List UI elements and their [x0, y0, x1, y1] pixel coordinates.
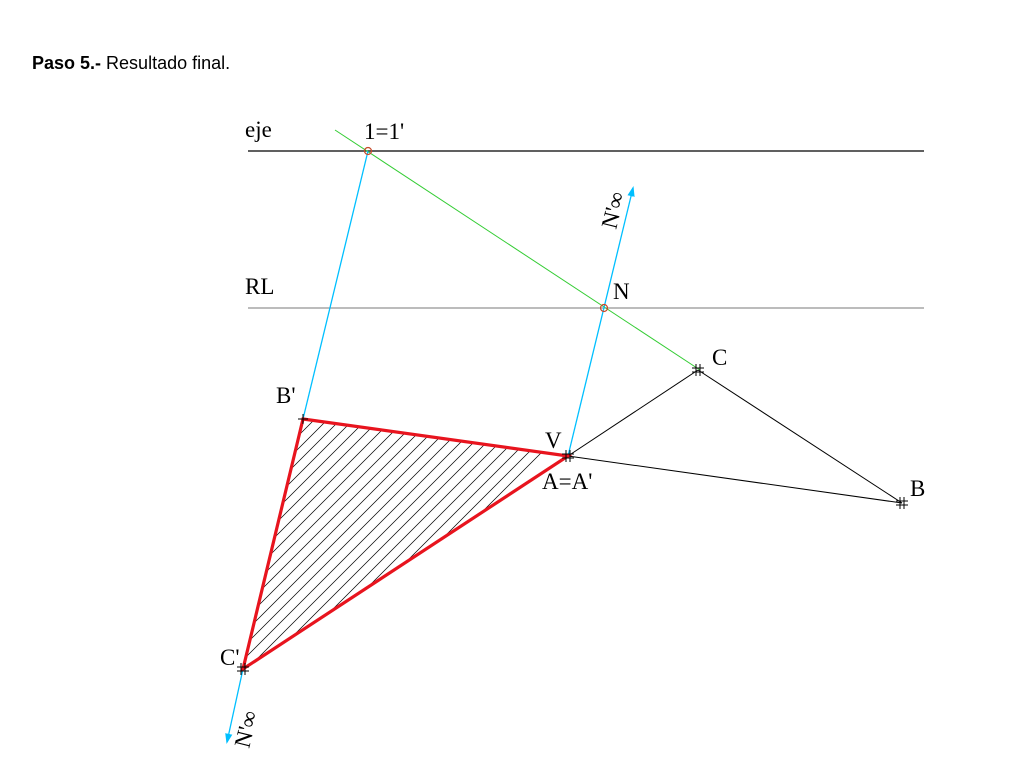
hatch-line: [240, 0, 580, 325]
step-heading: Paso 5.- Resultado final.: [32, 53, 230, 74]
hatch-line: [243, 419, 568, 508]
label-point-v: V: [545, 428, 562, 453]
point-marker-n: [599, 303, 609, 313]
hatch-line: [240, 0, 580, 260]
hatch-line: [240, 0, 580, 299]
edge-a-c: [567, 369, 699, 457]
hatch-line: [243, 419, 568, 625]
hatch-line: [240, 0, 580, 312]
label-point-1: 1=1': [364, 119, 404, 144]
hatch-line: [243, 419, 568, 599]
hatch-line: [240, 0, 580, 273]
projection-ray-1-b: [302, 150, 369, 420]
hatch-line: [243, 419, 568, 586]
label-n-infinity-top: N'∞: [597, 189, 630, 231]
projection-ray-v-top: [567, 185, 635, 457]
hatch-line: [240, 37, 580, 377]
hatch-line: [243, 419, 568, 612]
hatch-line: [243, 419, 568, 482]
hatch-line: [243, 419, 568, 560]
hatch-line: [243, 419, 568, 664]
hatch-line: [240, 0, 580, 286]
point-marker-c-prime: [237, 663, 249, 675]
label-point-c: C: [712, 345, 727, 370]
hatch-line: [243, 419, 568, 521]
hatch-line: [240, 24, 580, 364]
result-triangle: [240, 417, 573, 673]
hatch-line: [243, 419, 568, 669]
label-eje: eje: [245, 117, 272, 142]
green-affinity-line: [334, 129, 701, 371]
hatch-line: [243, 419, 568, 573]
hatch-line: [243, 419, 568, 495]
point-marker-c: [692, 364, 704, 376]
edge-c-b: [697, 369, 903, 504]
hatch-line: [240, 50, 580, 390]
step-description: Resultado final.: [106, 53, 231, 73]
point-marker-1: [363, 146, 373, 156]
label-point-n: N: [613, 279, 630, 304]
label-point-b-prime: B': [276, 383, 296, 408]
step-number: Paso 5.-: [32, 53, 102, 73]
hatch-line: [240, 76, 580, 416]
point-marker-b: [896, 497, 908, 509]
hatch-line: [243, 419, 568, 669]
hatch-line: [243, 419, 568, 638]
label-rl: RL: [245, 274, 274, 299]
label-point-b: B: [910, 476, 925, 501]
hatch-line: [243, 419, 568, 651]
hatch-line: [243, 419, 568, 547]
hatch-line: [240, 63, 580, 403]
edge-a-b: [567, 455, 903, 504]
label-point-c-prime: C': [220, 645, 240, 670]
triangle-hatching: [240, 0, 580, 669]
hatch-line: [240, 0, 580, 338]
hatch-line: [243, 419, 568, 430]
hatch-line: [243, 419, 568, 534]
point-marker-b-prime: [298, 414, 308, 424]
projection-ray-c-bottom: [225, 668, 244, 745]
hatch-line: [243, 419, 568, 669]
hatch-line: [240, 11, 580, 351]
label-point-a: A=A': [542, 469, 592, 494]
point-marker-a: [562, 450, 574, 462]
label-n-infinity-bottom: N'∞: [230, 708, 263, 750]
